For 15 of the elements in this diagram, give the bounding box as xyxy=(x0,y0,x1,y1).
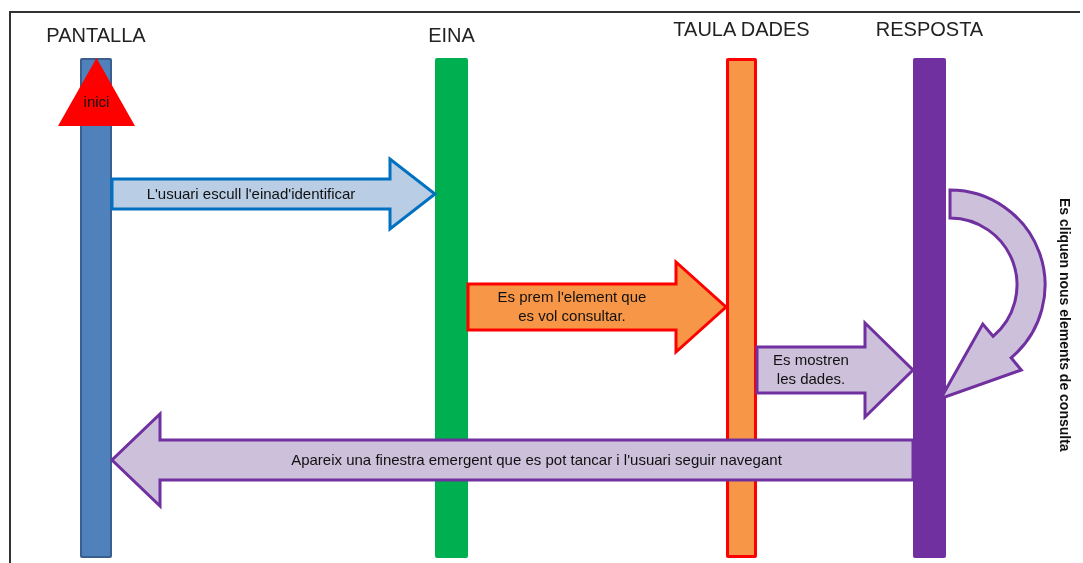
block-arrow xyxy=(466,258,729,356)
edge-label: Es prem l'element que es vol consultar. xyxy=(496,287,648,325)
edge-label: Es mostren les dades. xyxy=(772,350,850,388)
block-arrow xyxy=(109,410,915,510)
lifeline-heading: TAULA DADES xyxy=(673,18,810,41)
block-arrow xyxy=(755,319,916,421)
edge-label: Es cliquen nous elements de consulta xyxy=(1056,198,1074,452)
lifeline-heading: PANTALLA xyxy=(46,24,146,47)
edge-label: L'usuari escull l'einad'identificar xyxy=(145,184,357,203)
lifeline-heading: RESPOSTA xyxy=(875,18,984,41)
start-label: inici xyxy=(82,93,111,111)
edge-label: Apareix una finestra emergent que es pot tancar i l'usuari seguir navegant xyxy=(290,450,783,469)
block-arrow xyxy=(110,155,438,233)
lifeline-heading: EINA xyxy=(428,24,475,47)
start-triangle xyxy=(58,58,135,126)
